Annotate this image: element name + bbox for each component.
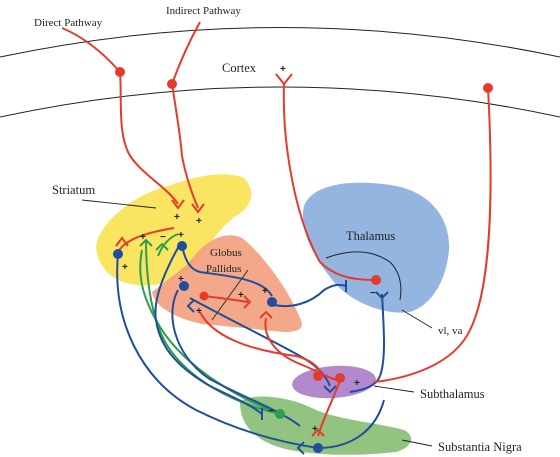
- label-subthalamus: Subthalamus: [420, 387, 485, 401]
- striatal-terminal-2: [191, 203, 205, 214]
- cortico-subthalamic-axon: [373, 87, 492, 383]
- snr-neuron: [313, 443, 323, 453]
- subthalamus-pointer: [373, 385, 415, 393]
- gp-red-neuron: [199, 291, 209, 301]
- indirect-pathway-axon: [171, 83, 199, 209]
- stn-blue-terminal: [323, 385, 337, 394]
- label-pallidus: Pallidus: [206, 263, 241, 275]
- gp-blue-terminal: [186, 299, 195, 313]
- substantia-nigra-pointer: [401, 439, 433, 447]
- nigrostriatal-path-2: [139, 249, 281, 415]
- cortex-inner-boundary: [0, 86, 560, 118]
- thalamic-blue-terminal-2: [375, 291, 389, 300]
- snc-neuron: [275, 409, 285, 419]
- corticothalamic-axon: [282, 83, 375, 281]
- stn-to-gpi-axon: [264, 317, 339, 381]
- label-globus: Globus: [210, 247, 242, 259]
- stn-to-gp-axon: [199, 311, 323, 377]
- label-thalamus: Thalamus: [346, 229, 395, 243]
- indirect-pathway-neuron: [167, 79, 177, 89]
- sign-gp-plus-3: +: [238, 290, 244, 301]
- stn-neuron-1: [313, 371, 323, 381]
- label-vl-va: vl, va: [438, 325, 463, 337]
- cortical-neuron: [483, 83, 493, 93]
- striatal-terminal-1: [171, 199, 185, 210]
- nigral-terminal-1: [139, 238, 153, 247]
- striatum-to-snr-pathway: [116, 253, 319, 449]
- sign-striatal-plus-1: +: [174, 212, 180, 223]
- sign-snc-minus: −: [268, 406, 274, 417]
- striatal-neuron-1: [177, 241, 187, 251]
- label-substantia-nigra: Substantia Nigra: [438, 440, 522, 454]
- sign-gp-plus-2: +: [196, 306, 202, 317]
- gp-neuron-1: [267, 297, 277, 307]
- subthalamus-region: [292, 365, 376, 399]
- sign-snr-plus: +: [312, 424, 318, 435]
- vl-va-outline: [325, 251, 402, 301]
- label-direct-pathway: Direct Pathway: [34, 17, 103, 29]
- sign-thalamic-minus: −: [370, 288, 376, 299]
- nigrostriatal-branch: [157, 233, 179, 257]
- striatum-to-gpi-pathway: [154, 243, 263, 415]
- cortex-outer-boundary: [0, 27, 560, 58]
- indirect-pathway-input: [171, 21, 201, 85]
- sign-cortical-plus: +: [280, 64, 286, 75]
- sign-gp-plus-1: +: [178, 274, 184, 285]
- nigral-terminal-2: [155, 242, 169, 251]
- gp-neuron-2: [179, 281, 189, 291]
- sign-striatal-plus-2: +: [196, 216, 202, 227]
- label-indirect-pathway: Indirect Pathway: [166, 5, 241, 17]
- gp-red-terminal: [243, 295, 252, 309]
- sign-striatal-minus-1: −: [160, 232, 166, 243]
- label-striatum: Striatum: [52, 183, 95, 197]
- striatum-pointer: [81, 199, 157, 209]
- sign-stn-plus: +: [354, 378, 360, 389]
- label-cortex: Cortex: [222, 61, 257, 75]
- striatum-to-gp-pathway: [181, 245, 273, 297]
- direct-pathway-input: [61, 27, 121, 73]
- cortical-terminal: [275, 73, 293, 86]
- striatal-terminal-3: [115, 236, 129, 247]
- snr-red-terminal: [311, 428, 325, 437]
- thalamus-region: [302, 182, 450, 313]
- gpi-to-thalamus-pathway: [269, 283, 347, 308]
- nigral-blue-terminal: [296, 441, 305, 455]
- thalamus-loop-pathway: [349, 293, 385, 393]
- sign-striatal-plus-3: +: [140, 232, 146, 243]
- stn-neuron-2: [335, 373, 345, 383]
- striatum-internal-axon: [117, 227, 175, 253]
- sign-striatal-plus-4: +: [178, 230, 184, 241]
- thalamic-neuron: [371, 275, 381, 285]
- sign-gp-plus-4: +: [262, 286, 268, 297]
- snr-to-thalamus-pathway: [317, 399, 385, 449]
- sign-striatal-plus-5: +: [122, 262, 128, 273]
- direct-pathway-axon: [119, 71, 179, 205]
- vl-va-pointer: [401, 309, 433, 329]
- direct-pathway-neuron: [115, 67, 125, 77]
- striatal-neuron-2: [113, 249, 123, 259]
- gp-red-terminal-2: [259, 310, 273, 319]
- striatum-region: [96, 174, 252, 286]
